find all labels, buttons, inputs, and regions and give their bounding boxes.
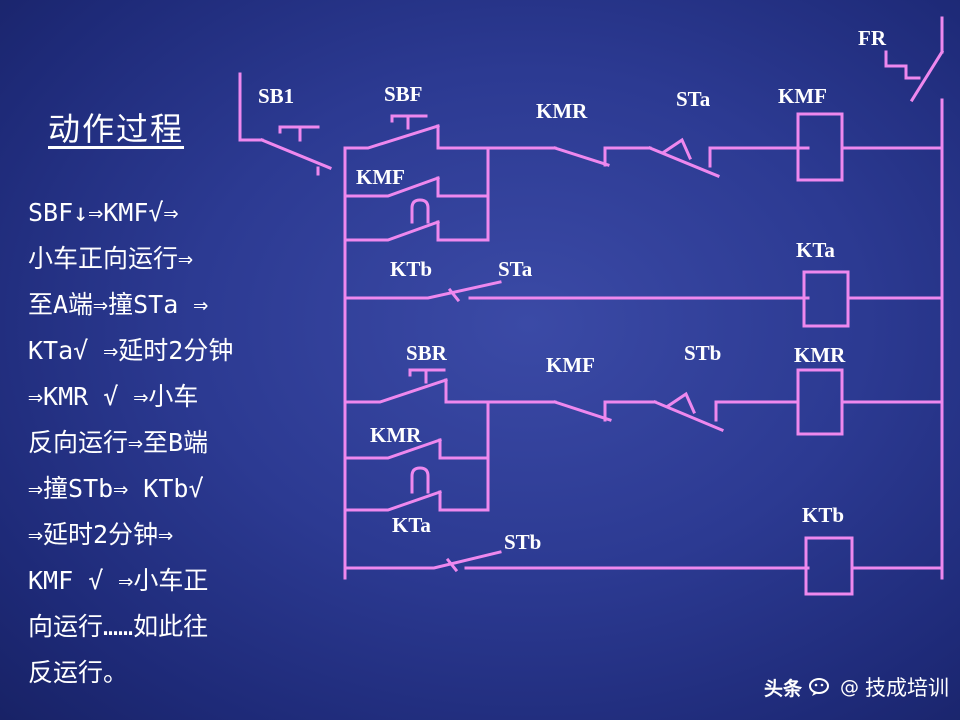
description-line: 小车正向运行⇒ <box>28 244 194 273</box>
watermark-at-sign: @ <box>840 676 860 698</box>
ktb-contact-label: KTb <box>390 257 432 281</box>
sbr-label: SBR <box>406 341 448 365</box>
stb-no-label: STb <box>504 530 541 554</box>
kta-coil <box>802 270 944 328</box>
watermark-platform: 头条 <box>764 677 803 700</box>
process-description: SBF↓⇒KMF√⇒ 小车正向运行⇒ 至A端⇒撞STa ⇒ KTa√ ⇒延时2分… <box>28 190 328 696</box>
kmf-interlock-label: KMF <box>546 353 595 377</box>
kmr-coil-label: KMR <box>794 343 846 367</box>
kta-coil-label: KTa <box>796 238 835 262</box>
kmr-holding-contact <box>343 400 490 512</box>
left-power-rail <box>238 72 264 142</box>
kmf-interlock-contact <box>553 400 657 422</box>
wechat-logo-icon <box>809 678 830 696</box>
kta-timer-contact <box>343 550 810 573</box>
description-line: 反运行。 <box>28 658 129 687</box>
sbf-label: SBF <box>384 82 423 106</box>
description-line: 向运行……如此往 <box>28 612 209 641</box>
description-line: KTa√ ⇒延时2分钟 <box>28 336 234 365</box>
ktb-coil <box>804 536 944 596</box>
description-line: SBF↓⇒KMF√⇒ <box>28 198 179 227</box>
kmr-coil <box>796 368 944 436</box>
page-title: 动作过程 <box>48 110 185 148</box>
ktb-timer-contact <box>343 280 810 303</box>
description-line: KMF √ ⇒小车正 <box>28 566 209 595</box>
sb1-label: SB1 <box>258 84 294 108</box>
fr-overload-contact <box>884 16 945 103</box>
ktb-coil-label: KTb <box>802 503 844 527</box>
sta-no-label: STa <box>498 257 533 281</box>
kmf-coil <box>796 112 944 182</box>
sb1-stop-button <box>260 125 332 176</box>
sta-limit-switch-nc <box>648 137 810 178</box>
kmf-coil-label: KMF <box>778 84 827 108</box>
description-line: 至A端⇒撞STa ⇒ <box>28 290 209 319</box>
fr-label: FR <box>858 26 887 50</box>
sbr-start-button <box>343 368 557 404</box>
kmf-aux-label: KMF <box>356 165 405 189</box>
kta-contact-label: KTa <box>392 513 431 537</box>
sbf-start-button <box>343 114 557 150</box>
watermark: 头条 @ 技成培训 <box>764 672 949 702</box>
kmr-aux-label: KMR <box>370 423 422 447</box>
description-line: ⇒延时2分钟⇒ <box>28 520 174 549</box>
description-line: ⇒KMR √ ⇒小车 <box>28 382 199 411</box>
stb-label: STb <box>684 341 721 365</box>
kmr-interlock-contact <box>553 146 652 167</box>
kmf-holding-contact <box>343 146 490 242</box>
sta-label: STa <box>676 87 711 111</box>
watermark-account: 技成培训 <box>865 676 950 700</box>
kmr-interlock-label: KMR <box>536 99 588 123</box>
description-line: 反向运行⇒至B端 <box>28 428 209 457</box>
stb-limit-switch-nc <box>653 391 800 432</box>
description-line: ⇒撞STb⇒ KTb√ <box>28 474 204 503</box>
